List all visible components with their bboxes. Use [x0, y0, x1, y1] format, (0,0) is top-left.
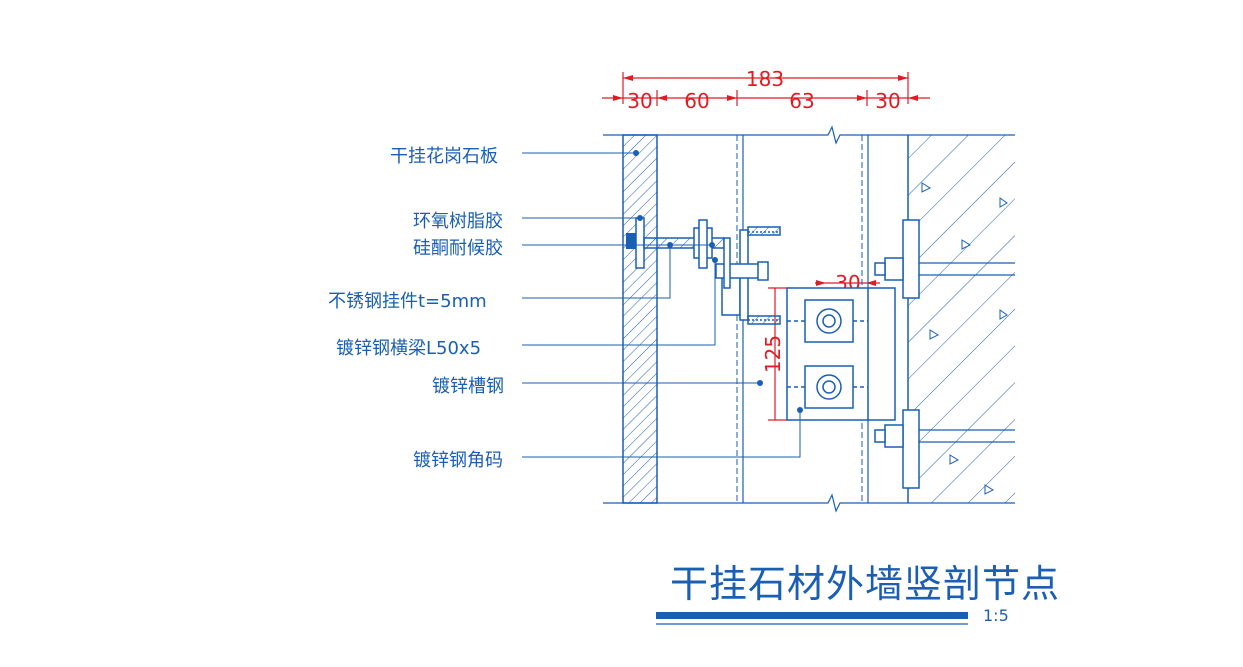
label-channel-steel: 镀锌槽钢: [432, 376, 504, 397]
label-angle-beam: 镀锌钢横梁L50x5: [336, 338, 482, 359]
stainless-hanger: [635, 217, 731, 289]
dim-total: 183: [746, 67, 784, 91]
concrete-wall: [907, 135, 1015, 503]
dim-segment-4: 30: [875, 89, 900, 113]
anchor-bolts: [919, 262, 1015, 443]
dim-segment-3: 63: [789, 89, 814, 113]
drawing-title: 干挂石材外墙竖剖节点: [670, 562, 1061, 606]
corner-bracket: [786, 287, 896, 421]
dimension-lines: [602, 72, 930, 421]
leader-dots: [633, 150, 803, 413]
label-silicone-sealant: 硅酮耐候胶: [413, 238, 503, 259]
sealant-block: [626, 233, 636, 249]
label-epoxy-adhesive: 环氧树脂胶: [413, 211, 503, 232]
label-corner-bracket: 镀锌钢角码: [413, 450, 503, 471]
title-underline-thick: [656, 612, 968, 619]
break-lines: [603, 125, 1015, 513]
dim-segment-1: 30: [627, 89, 652, 113]
label-granite-panel: 干挂花岗石板: [390, 146, 498, 167]
embedded-plates: [874, 219, 920, 489]
leader-lines: [522, 152, 801, 458]
label-stainless-hanger: 不锈钢挂件t=5mm: [328, 291, 487, 312]
drawing-scale: 1:5: [983, 606, 1009, 625]
dim-segment-2: 60: [684, 89, 709, 113]
granite-panel: [622, 134, 658, 504]
dimension-arrows: [613, 75, 918, 286]
dim-bolt-spacing: 125: [761, 335, 785, 373]
